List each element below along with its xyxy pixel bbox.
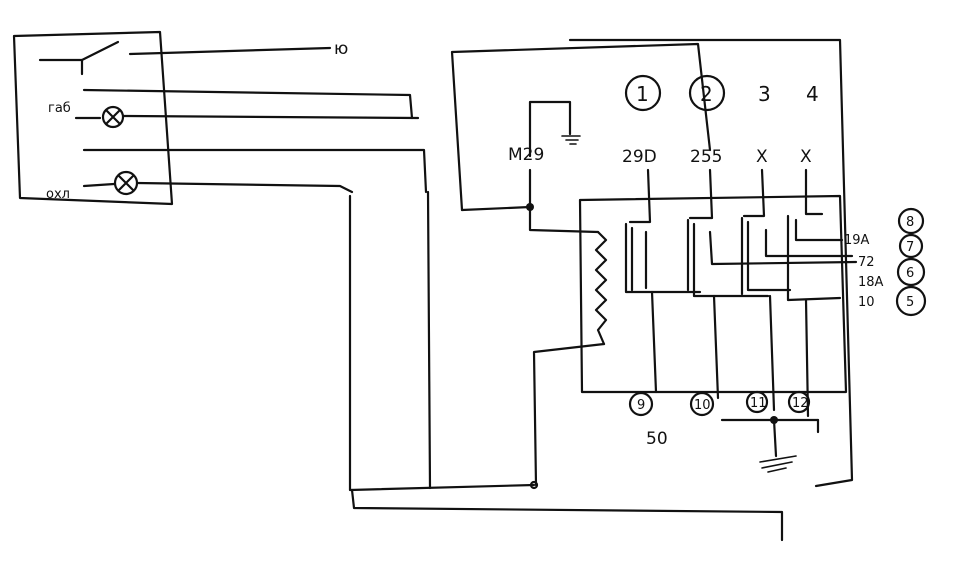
switch-wire	[38, 40, 332, 76]
label-side-8: 8	[906, 215, 914, 230]
label-out-19a: 19А	[844, 233, 870, 248]
label-relay: М29	[508, 145, 544, 165]
label-side-7: 7	[906, 240, 914, 255]
side-numbers	[895, 207, 927, 317]
contact-blocks	[624, 214, 858, 302]
label-term-x2: X	[800, 147, 812, 167]
label-lamp-bottom: охл	[46, 187, 70, 202]
left-panel	[12, 30, 174, 206]
outer-right-box	[568, 38, 854, 488]
label-term-29d: 29D	[622, 147, 657, 167]
label-side-6: 6	[906, 266, 914, 281]
label-bottom-12: 12	[792, 396, 809, 411]
label-col-3: 3	[758, 82, 771, 106]
label-out-72: 72	[858, 255, 875, 270]
label-out-10: 10	[858, 295, 875, 310]
label-bottom-9: 9	[637, 398, 645, 413]
label-bottom-50: 50	[646, 429, 668, 449]
label-lamp-top: габ	[48, 101, 71, 116]
label-term-x1: X	[756, 147, 768, 167]
lamp-gab	[74, 88, 420, 129]
coil	[532, 230, 608, 487]
label-out-18a: 18А	[858, 275, 884, 290]
label-col-4: 4	[806, 82, 819, 106]
relay-m29	[450, 42, 712, 234]
bottom-leads	[650, 290, 820, 473]
label-bottom-10: 10	[694, 398, 711, 413]
label-bottom-11: 11	[750, 396, 767, 411]
label-top-right-wire: ю	[334, 39, 348, 59]
column-wires	[628, 168, 824, 224]
label-col-1: 1	[636, 82, 649, 106]
return-wires	[348, 190, 784, 542]
lamp-ohl	[82, 148, 428, 196]
bottom-numbers	[628, 390, 811, 417]
label-term-255: 255	[690, 147, 722, 167]
column-numbers	[624, 74, 726, 112]
label-side-5: 5	[906, 295, 914, 310]
label-col-2: 2	[700, 82, 713, 106]
